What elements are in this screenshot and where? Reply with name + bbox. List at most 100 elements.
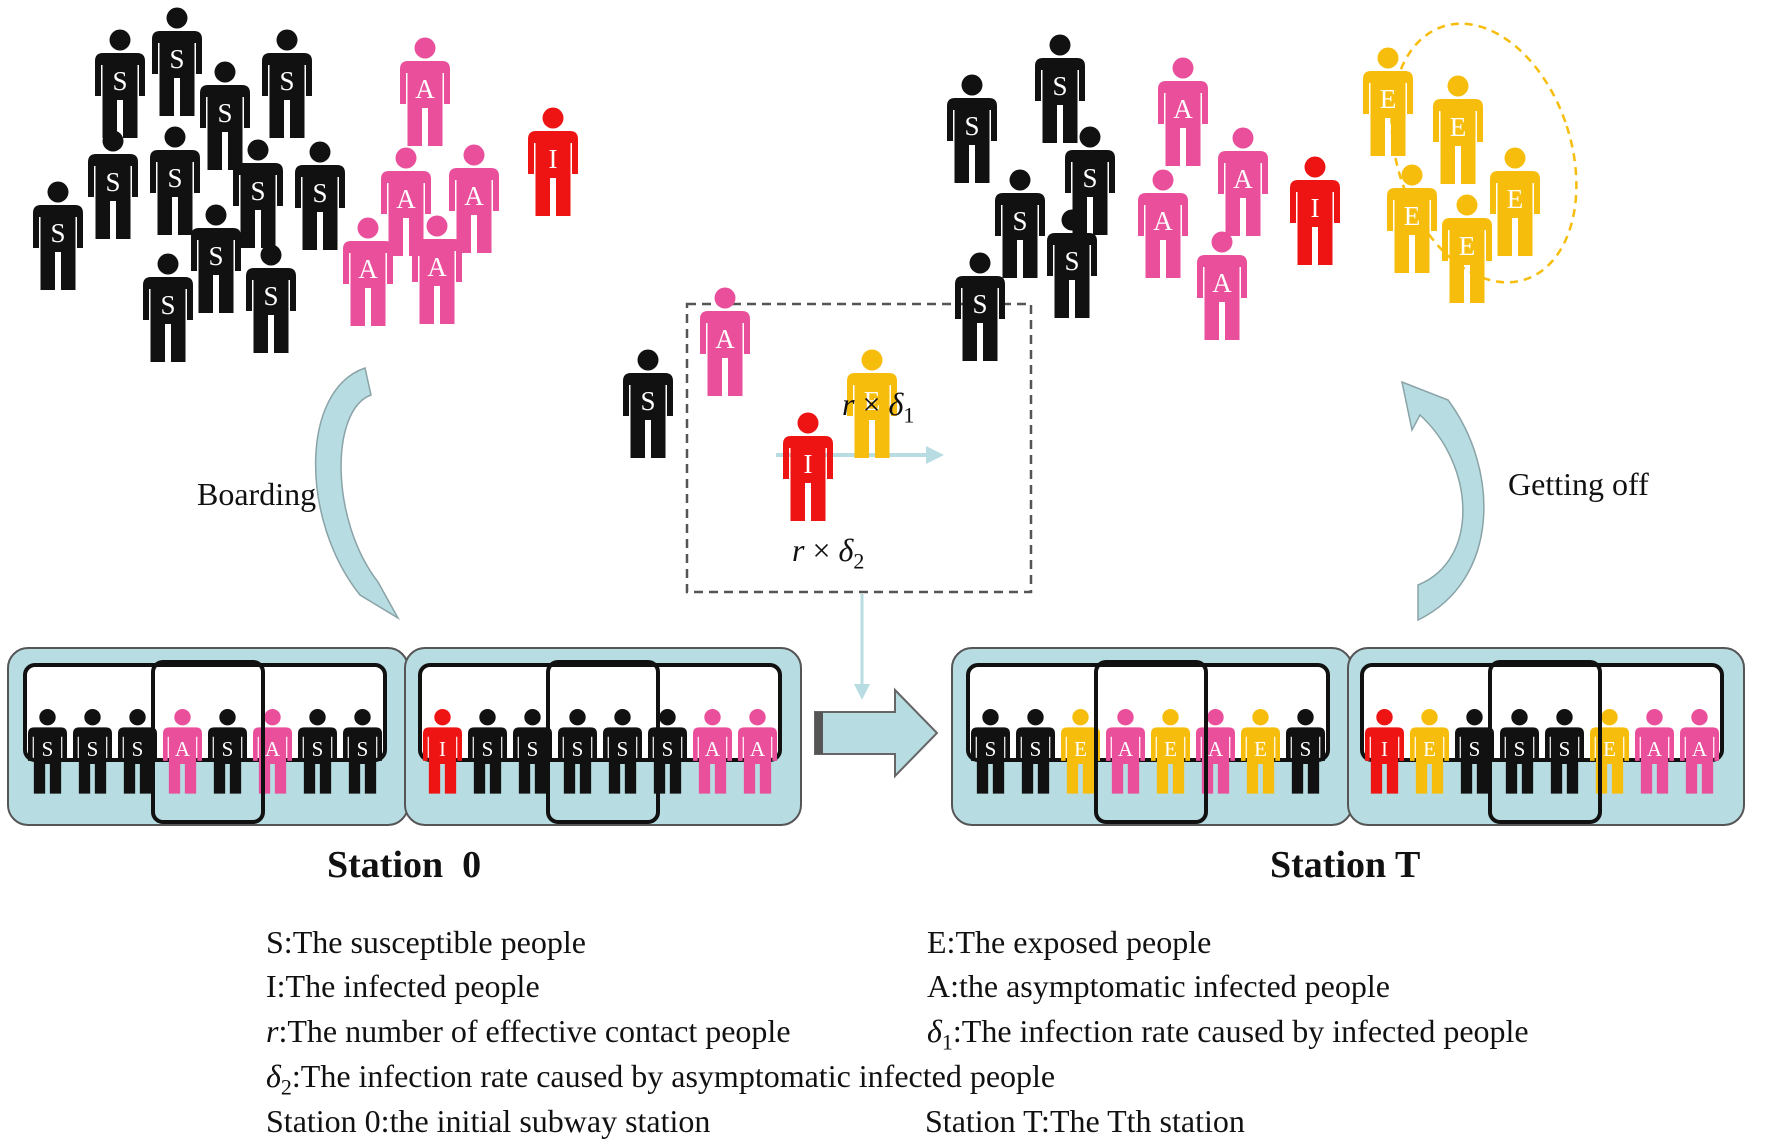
formula-delta-1: r × δ1: [842, 386, 915, 428]
person-letter: E: [1507, 184, 1524, 214]
person-letter: A: [464, 181, 484, 211]
formula-delta-2: r × δ2: [792, 532, 865, 574]
person-letter: S: [279, 66, 294, 96]
susceptible-person-icon: S: [1500, 709, 1539, 794]
susceptible-person-icon: S: [298, 709, 337, 794]
person-letter: S: [112, 66, 127, 96]
person-letter: S: [263, 281, 278, 311]
susceptible-person-icon: S: [191, 204, 241, 313]
person-letter: S: [1082, 163, 1097, 193]
car-window: [418, 663, 782, 762]
susceptible-person-icon: S: [33, 181, 83, 290]
person-letter: S: [87, 737, 99, 761]
person-letter: E: [1074, 737, 1087, 761]
exposed-group-outline: [1390, 22, 1578, 284]
person-letter: E: [1450, 112, 1467, 142]
person-letter: S: [1514, 737, 1526, 761]
person-letter: A: [1118, 737, 1134, 761]
susceptible-person-icon: S: [118, 709, 157, 794]
exposed-person-icon: E: [1151, 709, 1190, 794]
person-letter: A: [396, 184, 416, 214]
person-letter: S: [640, 386, 655, 416]
asymptomatic-person-icon: A: [381, 147, 431, 256]
car-window: [966, 663, 1330, 762]
person-letter: S: [972, 289, 987, 319]
asymptomatic-person-icon: A: [1635, 709, 1674, 794]
person-letter: E: [1380, 84, 1397, 114]
person-letter: S: [1469, 737, 1481, 761]
person-letter: S: [169, 44, 184, 74]
getting-off-label: Getting off: [1508, 466, 1649, 502]
asymptomatic-person-icon: A: [449, 144, 499, 253]
exposed-person-icon: E: [1433, 75, 1483, 184]
person-letter: E: [1459, 231, 1476, 261]
car-window: [23, 663, 387, 762]
inset-down-arrowhead: [854, 684, 870, 700]
asymptomatic-person-icon: A: [412, 215, 462, 324]
person-letter: A: [175, 737, 191, 761]
person-letter: S: [132, 737, 144, 761]
person-letter: S: [527, 737, 539, 761]
person-letter: S: [482, 737, 494, 761]
person-letter: S: [572, 737, 584, 761]
person-letter: E: [1603, 737, 1616, 761]
car-doors: [151, 660, 1602, 824]
person-letter: A: [1212, 268, 1232, 298]
person-letter: A: [1692, 737, 1708, 761]
asymptomatic-person-icon: A: [1138, 169, 1188, 278]
person-letter: A: [1233, 164, 1253, 194]
station-transition-arrow: [814, 687, 939, 779]
susceptible-person-icon: S: [603, 709, 642, 794]
person-letter: E: [1254, 737, 1267, 761]
station-0-label: Station 0: [327, 844, 482, 886]
person-letter: S: [985, 737, 997, 761]
person-letter: A: [1153, 206, 1173, 236]
person-letter: A: [1647, 737, 1663, 761]
person-letter: S: [617, 737, 629, 761]
person-letter: S: [312, 178, 327, 208]
susceptible-person-icon: S: [208, 709, 247, 794]
person-letter: S: [42, 737, 54, 761]
car-window: [1360, 663, 1724, 762]
susceptible-person-icon: S: [143, 253, 193, 362]
car-windows: [23, 663, 1724, 762]
asymptomatic-person-icon: A: [1218, 127, 1268, 236]
susceptible-person-icon: S: [1035, 34, 1085, 143]
person-letter: S: [1064, 246, 1079, 276]
station-t-label: Station T: [1270, 844, 1421, 886]
infected-person-icon: I: [528, 107, 578, 216]
person-letter: A: [705, 737, 721, 761]
susceptible-person-icon: S: [262, 29, 312, 138]
boarding-label: Boarding: [197, 476, 317, 512]
asymptomatic-person-icon: A: [253, 709, 292, 794]
infected-person-icon: I: [1290, 156, 1340, 265]
person-letter: I: [439, 737, 446, 761]
asymptomatic-person-icon: A: [700, 287, 750, 396]
susceptible-person-icon: S: [343, 709, 382, 794]
exposed-person-icon: E: [1363, 47, 1413, 156]
person-letter: A: [715, 324, 735, 354]
susceptible-person-icon: S: [1047, 209, 1097, 318]
asymptomatic-person-icon: A: [1158, 57, 1208, 166]
legend-item: A:the asymptomatic infected people: [927, 968, 1390, 1004]
susceptible-person-icon: S: [955, 252, 1005, 361]
person-letter: A: [415, 74, 435, 104]
person-letter: I: [1381, 737, 1388, 761]
person-letter: A: [1208, 737, 1224, 761]
asymptomatic-person-icon: A: [1197, 231, 1247, 340]
car-door: [1094, 660, 1208, 824]
person-letter: S: [167, 163, 182, 193]
person-letter: S: [964, 111, 979, 141]
person-letter: S: [1012, 206, 1027, 236]
asymptomatic-person-icon: A: [738, 709, 777, 794]
susceptible-person-icon: S: [947, 74, 997, 183]
susceptible-person-icon: S: [623, 349, 673, 458]
person-letter: S: [357, 737, 369, 761]
susceptible-person-icon: S: [1016, 709, 1055, 794]
person-letter: A: [750, 737, 766, 761]
asymptomatic-person-icon: A: [1106, 709, 1145, 794]
inset-transmission-arrowhead: [926, 446, 944, 464]
person-letter: I: [1311, 193, 1320, 223]
person-letter: S: [1559, 737, 1571, 761]
asymptomatic-person-icon: A: [400, 37, 450, 146]
